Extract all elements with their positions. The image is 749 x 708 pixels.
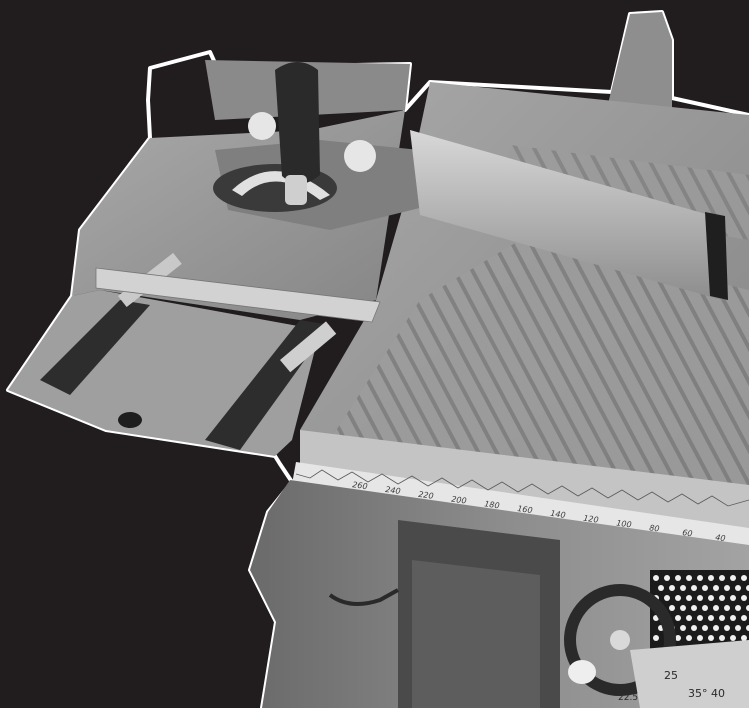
perforation-hole bbox=[691, 585, 697, 591]
perforation-hole bbox=[719, 575, 725, 581]
lock-knob bbox=[118, 412, 142, 428]
perforation-hole bbox=[741, 615, 747, 621]
perforation-hole bbox=[719, 635, 725, 641]
ruler-label-240: 240 bbox=[385, 485, 401, 496]
tilt-label-b: 22.5 bbox=[618, 693, 638, 703]
perforation-hole bbox=[653, 575, 659, 581]
ruler-label-120: 120 bbox=[583, 514, 599, 525]
sliding-end-plate bbox=[95, 267, 381, 323]
perforation-hole bbox=[724, 625, 730, 631]
perforation-hole bbox=[680, 585, 686, 591]
ruler-scale-labels: 260 240 220 200 180 160 140 120 100 80 60 40 bbox=[352, 480, 726, 543]
perforation-hole bbox=[686, 615, 692, 621]
perforation-hole bbox=[675, 615, 681, 621]
perforation-hole bbox=[680, 625, 686, 631]
perforation-hole bbox=[697, 575, 703, 581]
perforation-hole bbox=[735, 625, 741, 631]
miter-handle bbox=[275, 62, 320, 184]
perforation-hole bbox=[708, 595, 714, 601]
perforation-hole bbox=[702, 625, 708, 631]
ruler-label-260: 260 bbox=[352, 480, 368, 491]
perforation-hole bbox=[702, 585, 708, 591]
tilt-label-c: 35° 40 bbox=[688, 687, 725, 700]
perforation-hole bbox=[746, 605, 749, 611]
rear-upright bbox=[608, 12, 672, 110]
handwheel-hub bbox=[610, 630, 630, 650]
perforation-hole bbox=[708, 615, 714, 621]
perforation-hole bbox=[664, 575, 670, 581]
perforation-hole bbox=[724, 585, 730, 591]
clamp-knob-left bbox=[248, 112, 276, 140]
perforation-hole bbox=[713, 605, 719, 611]
perforation-hole bbox=[686, 575, 692, 581]
tilt-scale-plate bbox=[630, 640, 749, 708]
perforation-hole bbox=[713, 625, 719, 631]
perforation-hole bbox=[658, 585, 664, 591]
perforation-hole bbox=[702, 605, 708, 611]
perforation-hole bbox=[675, 575, 681, 581]
perforation-hole bbox=[730, 595, 736, 601]
perforation-hole bbox=[730, 575, 736, 581]
clamp-knob-right bbox=[344, 140, 376, 172]
perforation-hole bbox=[724, 605, 730, 611]
ruler-label-180: 180 bbox=[484, 499, 500, 510]
perforation-hole bbox=[741, 595, 747, 601]
perforation-hole bbox=[675, 595, 681, 601]
perforation-hole bbox=[669, 585, 675, 591]
ruler-label-200: 200 bbox=[451, 495, 467, 506]
perforation-hole bbox=[708, 635, 714, 641]
ruler-label-220: 220 bbox=[418, 490, 434, 501]
ruler-label-60: 60 bbox=[682, 528, 693, 538]
perforation-hole bbox=[653, 635, 659, 641]
ruler-label-100: 100 bbox=[616, 518, 632, 529]
perforation-hole bbox=[735, 585, 741, 591]
height-handwheel bbox=[564, 584, 676, 696]
perforation-hole bbox=[746, 585, 749, 591]
perforation-hole bbox=[735, 605, 741, 611]
tilt-label-a: 25 bbox=[664, 669, 678, 682]
perforation-hole bbox=[697, 615, 703, 621]
ruler-label-160: 160 bbox=[517, 504, 533, 515]
handwheel-grip bbox=[568, 660, 596, 684]
perforation-hole bbox=[697, 635, 703, 641]
perforation-hole bbox=[741, 575, 747, 581]
perforation-hole bbox=[686, 595, 692, 601]
rip-fence-end-cap bbox=[705, 212, 728, 300]
cabinet-panel bbox=[412, 560, 540, 708]
perforation-hole bbox=[669, 605, 675, 611]
ruler-zigzag bbox=[295, 469, 749, 507]
handle-ferrule bbox=[285, 175, 307, 205]
rail-tube-right bbox=[280, 321, 337, 373]
perforation-holes bbox=[653, 575, 749, 641]
perforation-hole bbox=[713, 585, 719, 591]
perforation-hole bbox=[741, 635, 747, 641]
perforation-hole bbox=[746, 625, 749, 631]
perforation-hole bbox=[719, 595, 725, 601]
perforation-hole bbox=[697, 595, 703, 601]
perforation-hole bbox=[664, 595, 670, 601]
main-table-grooves bbox=[330, 240, 749, 500]
sliding-rail-left bbox=[40, 300, 150, 395]
perforation-hole bbox=[730, 615, 736, 621]
ruler-label-80: 80 bbox=[649, 523, 660, 533]
perforation-hole bbox=[686, 635, 692, 641]
miter-scale-arc bbox=[232, 171, 330, 200]
ruler-label-140: 140 bbox=[550, 509, 566, 520]
perforation-hole bbox=[730, 635, 736, 641]
power-cord bbox=[328, 588, 399, 606]
perforation-hole bbox=[708, 575, 714, 581]
ruler-label-40: 40 bbox=[715, 533, 726, 543]
perforation-hole bbox=[691, 625, 697, 631]
rip-fence bbox=[410, 130, 722, 300]
perforation-hole bbox=[691, 605, 697, 611]
perforation-hole bbox=[719, 615, 725, 621]
perforation-hole bbox=[680, 605, 686, 611]
perforation-hole bbox=[675, 635, 681, 641]
